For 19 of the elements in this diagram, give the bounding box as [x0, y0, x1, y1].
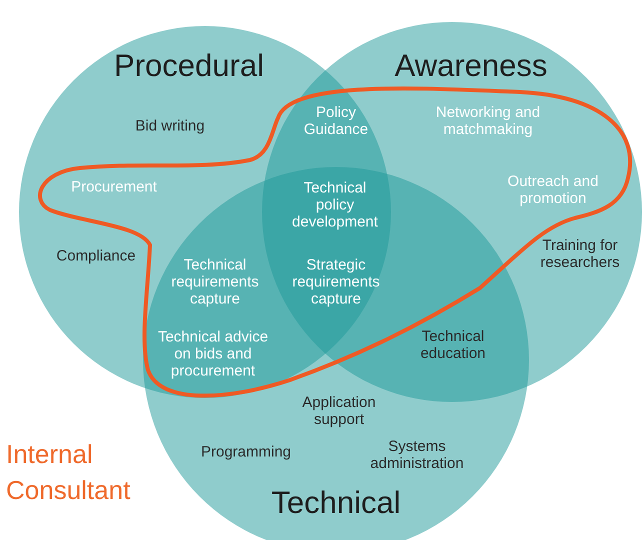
item-label: Application support	[301, 394, 377, 428]
item-label: Technical advice on bids and procurement	[156, 328, 270, 380]
item-label: Networking and matchmaking	[434, 104, 542, 138]
item-label: Outreach and promotion	[506, 173, 600, 207]
item-label: Technical policy development	[291, 180, 379, 230]
circle-title: Procedural	[114, 46, 264, 85]
item-label: Systems administration	[369, 438, 465, 472]
circle-title: Awareness	[394, 46, 548, 85]
item-label: Training for researchers	[539, 237, 621, 271]
item-label: Programming	[200, 444, 292, 460]
item-label: Bid writing	[134, 118, 206, 134]
item-label: Strategic requirements capture	[291, 256, 381, 308]
item-label: Policy Guidance	[302, 104, 370, 138]
circle-title: Technical	[271, 484, 401, 522]
group-label: Internal Consultant	[6, 438, 132, 507]
item-label: Technical education	[419, 328, 487, 362]
item-label: Compliance	[55, 248, 137, 264]
item-label: Technical requirements capture	[170, 256, 260, 308]
item-label: Procurement	[70, 178, 158, 196]
